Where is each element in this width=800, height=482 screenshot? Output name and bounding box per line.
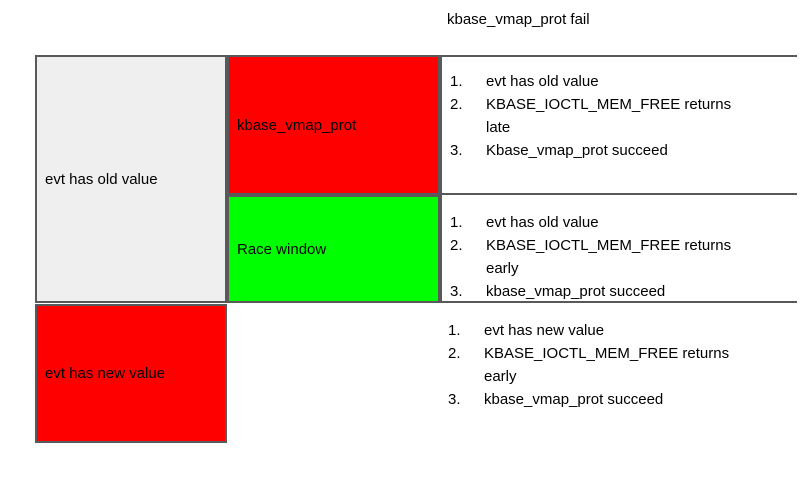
list-item-text: evt has old value — [486, 214, 599, 231]
list-item-text: evt has new value — [484, 322, 605, 339]
list-item: 1. evt has new value — [440, 319, 797, 342]
kbase-vmap-prot-box: kbase_vmap_prot — [227, 55, 440, 195]
list-item-number: 3. — [450, 142, 463, 159]
list-item: 1. evt has old value — [442, 70, 797, 93]
list-item-text: kbase_vmap_prot succeed — [484, 391, 664, 408]
list-item-text: kbase_vmap_prot succeed — [486, 283, 666, 300]
list-item-number: 3. — [450, 283, 463, 300]
list-item-text: KBASE_IOCTL_MEM_FREE returns late — [486, 96, 732, 136]
evt-new-value-box: evt has new value — [35, 304, 227, 443]
list-item-number: 1. — [448, 322, 461, 339]
evt-old-value-label: evt has old value — [45, 170, 158, 188]
race-window-box: Race window — [227, 195, 440, 303]
list-item: 3. kbase_vmap_prot succeed — [440, 388, 797, 411]
new-value-early-list: 1. evt has new value 2. KBASE_IOCTL_MEM_FRE… — [440, 304, 797, 411]
list-item-number: 1. — [450, 73, 463, 90]
list-item: 3. kbase_vmap_prot succeed — [442, 280, 797, 303]
list-item: 2. KBASE_IOCTL_MEM_FREE returns early — [440, 342, 797, 388]
list-item-text: KBASE_IOCTL_MEM_FREE returns early — [484, 345, 730, 385]
evt-new-value-label: evt has new value — [45, 365, 166, 382]
scenario-lists-panel: 1. evt has old value 2. KBASE_IOCTL_MEM_FRE… — [440, 55, 797, 303]
race-window-label: Race window — [237, 240, 327, 258]
list-item-text: Kbase_vmap_prot succeed — [486, 142, 668, 159]
evt-old-value-box: evt has old value — [35, 55, 227, 303]
race-early-list: 1. evt has old value 2. KBASE_IOCTL_MEM_FRE… — [442, 195, 797, 303]
list-item-text: KBASE_IOCTL_MEM_FREE returns early — [486, 237, 732, 277]
list-item-number: 1. — [450, 214, 463, 231]
list-item-number: 2. — [450, 96, 463, 113]
list-item-number: 3. — [448, 391, 461, 408]
list-item: 3. Kbase_vmap_prot succeed — [442, 139, 797, 162]
list-item-number: 2. — [450, 237, 463, 254]
list-item: 2. KBASE_IOCTL_MEM_FREE returns early — [442, 234, 797, 280]
diagram-title: kbase_vmap_prot fail — [447, 11, 590, 28]
list-item-text: evt has old value — [486, 73, 599, 90]
fail-late-list: 1. evt has old value 2. KBASE_IOCTL_MEM_FRE… — [442, 57, 797, 195]
list-item: 1. evt has old value — [442, 211, 797, 234]
kbase-vmap-prot-label: kbase_vmap_prot — [237, 116, 357, 134]
list-item-number: 2. — [448, 345, 461, 362]
list-item: 2. KBASE_IOCTL_MEM_FREE returns late — [442, 93, 797, 139]
